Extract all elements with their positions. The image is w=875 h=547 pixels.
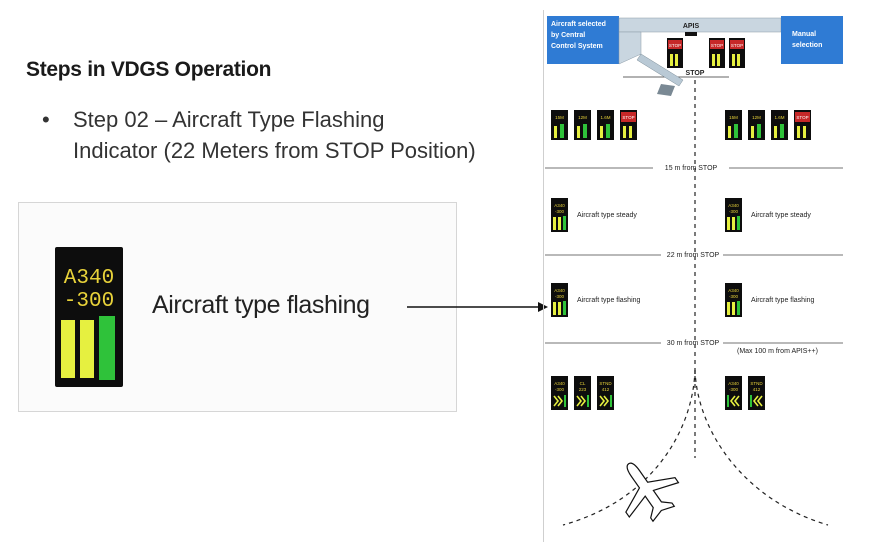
row4-right-display-1: A340 -300: [725, 376, 742, 410]
svg-text:-300: -300: [555, 294, 565, 299]
bullet-text-line-1: Step 02 – Aircraft Type Flashing: [73, 107, 385, 132]
panel-divider: [543, 10, 544, 542]
apis-unit: [685, 32, 697, 36]
manual-line-1: Manual: [792, 31, 816, 38]
svg-text:A340: A340: [728, 288, 739, 293]
svg-text:1.6M: 1.6M: [774, 115, 784, 120]
row4-left-display-1: A340 -300: [551, 376, 568, 410]
svg-text:-300: -300: [729, 387, 739, 392]
aircraft-type-flashing-label: Aircraft type flashing: [152, 291, 370, 319]
svg-text:STOP: STOP: [622, 115, 634, 120]
svg-text:15M: 15M: [729, 115, 738, 120]
taxi-path-right: [694, 369, 829, 526]
svg-text:412: 412: [602, 387, 610, 392]
central-box-line-3: Control System: [551, 43, 603, 50]
flashing-label-left: Aircraft type flashing: [577, 297, 641, 304]
jetway-bridge: [636, 53, 684, 87]
svg-text:1.6M: 1.6M: [600, 115, 610, 120]
svg-text:A340: A340: [728, 203, 739, 208]
row1-right-displays: 15M 12M 1.6M STOP: [725, 110, 811, 140]
svg-text:12M: 12M: [578, 115, 587, 120]
stop-display-1: STOP: [667, 38, 683, 68]
svg-text:CL: CL: [580, 381, 586, 386]
row2-left-display: A340 -300: [551, 198, 568, 232]
svg-text:STOP: STOP: [711, 43, 723, 48]
zoomed-display-svg: A340 -300: [55, 247, 123, 387]
svg-text:-300: -300: [729, 294, 739, 299]
row4-right-display-2: STND 412: [748, 376, 765, 410]
steady-label-left: Aircraft type steady: [577, 212, 637, 219]
vdgs-diagram: Aircraft selected by Central Control Sys…: [545, 16, 843, 526]
jetway-head: [657, 84, 675, 96]
svg-text:-300: -300: [729, 209, 739, 214]
distance-22-label: 22 m from STOP: [667, 252, 720, 259]
steady-label-right: Aircraft type steady: [751, 212, 811, 219]
stop-display-2: STOP: [709, 38, 725, 68]
stop-display-3: STOP: [729, 38, 745, 68]
airplane-icon: [625, 462, 680, 523]
distance-15-label: 15 m from STOP: [665, 165, 718, 172]
yellow-bar-1: [61, 320, 75, 378]
central-box-line-2: by Central: [551, 32, 585, 39]
apis-label: APIS: [683, 23, 700, 30]
bullet-text-line-2: Indicator (22 Meters from STOP Position): [73, 138, 476, 163]
yellow-bar-2: [80, 320, 94, 378]
max-distance-note: (Max 100 m from APIS++): [737, 348, 818, 355]
svg-text:412: 412: [753, 387, 761, 392]
green-bar: [99, 316, 115, 380]
svg-text:A340: A340: [554, 288, 565, 293]
row4-left-display-2: CL 223: [574, 376, 591, 410]
row1-left-displays: 15M 12M 1.6M STOP: [551, 110, 637, 140]
row4-left-display-3: STND 412: [597, 376, 614, 410]
zoomed-display-panel: A340 -300 Aircraft type flashing: [18, 202, 457, 412]
central-control-box: [547, 16, 619, 64]
svg-text:A340: A340: [554, 203, 565, 208]
svg-text:-300: -300: [555, 387, 565, 392]
manual-selection-box: [781, 16, 843, 64]
central-box-line-1: Aircraft selected: [551, 21, 606, 28]
svg-text:A340: A340: [554, 381, 565, 386]
svg-text:-300: -300: [555, 209, 565, 214]
svg-text:STOP: STOP: [796, 115, 808, 120]
row3-right-display: A340 -300: [725, 283, 742, 317]
distance-30-label: 30 m from STOP: [667, 340, 720, 347]
bullet-text: Step 02 – Aircraft Type Flashing Indicat…: [73, 104, 533, 166]
flashing-label-right: Aircraft type flashing: [751, 297, 815, 304]
svg-text:223: 223: [579, 387, 587, 392]
svg-text:12M: 12M: [752, 115, 761, 120]
svg-text:A340: A340: [728, 381, 739, 386]
svg-text:STND: STND: [750, 381, 763, 386]
manual-line-2: selection: [792, 42, 822, 49]
svg-text:STOP: STOP: [731, 43, 743, 48]
stop-label: STOP: [686, 70, 705, 77]
svg-text:15M: 15M: [555, 115, 564, 120]
row3-left-display: A340 -300: [551, 283, 568, 317]
display-text-line-2: -300: [64, 290, 114, 313]
bullet-dot: •: [42, 107, 50, 132]
svg-text:STOP: STOP: [669, 43, 681, 48]
taxi-path-left: [562, 369, 696, 526]
terminal-building: [618, 17, 782, 33]
display-text-line-1: A340: [64, 267, 114, 290]
svg-text:STND: STND: [599, 381, 612, 386]
slide-heading: Steps in VDGS Operation: [26, 58, 272, 81]
row2-right-display: A340 -300: [725, 198, 742, 232]
